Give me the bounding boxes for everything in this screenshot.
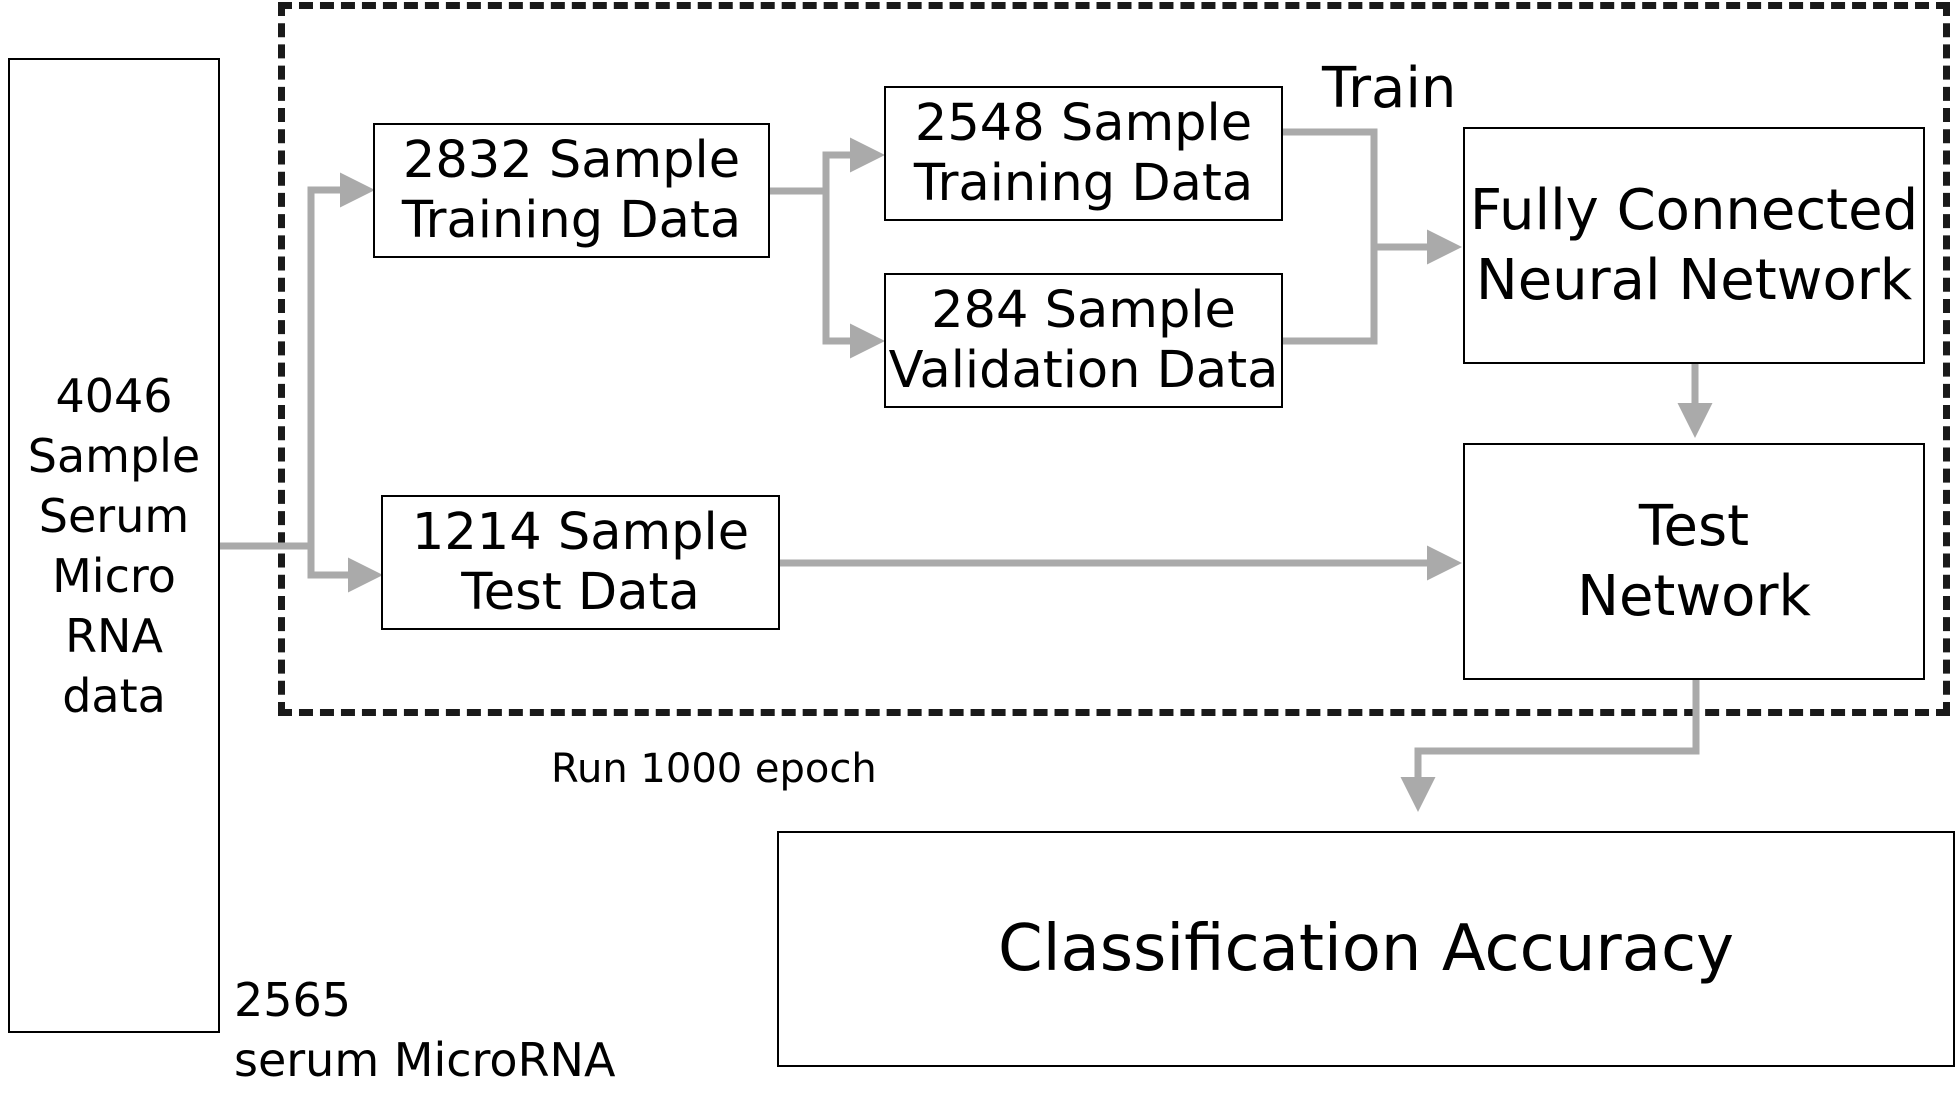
test-network-line: Network (1577, 563, 1811, 629)
training-subset-line: 2548 Sample (914, 93, 1253, 153)
epoch-label: Run 1000 epoch (551, 746, 877, 792)
arrow-testnetwork-to-result (1400, 680, 1700, 812)
source-line: RNA (65, 608, 163, 663)
training-subset-line: Training Data (913, 153, 1254, 213)
training-split-line: Training Data (401, 190, 742, 250)
test-split-box: 1214 Sample Test Data (381, 495, 780, 630)
source-line: data (62, 668, 166, 723)
feature-note-line: 2565 (234, 973, 352, 1027)
classification-accuracy-box: Classification Accuracy (777, 831, 1955, 1067)
training-split-box: 2832 Sample Training Data (373, 123, 770, 258)
arrow-source-to-train (220, 172, 375, 550)
test-split-line: Test Data (461, 562, 700, 622)
source-data-box: 4046 Sample Serum Micro RNA data (8, 58, 220, 1033)
training-split-line: 2832 Sample (402, 130, 741, 190)
line-validation-to-network (1283, 247, 1378, 345)
neural-network-box: Fully Connected Neural Network (1463, 127, 1925, 364)
classification-accuracy-label: Classification Accuracy (998, 912, 1734, 986)
epoch-loop-region (278, 2, 1950, 716)
feature-note-line: serum MicroRNA (234, 1033, 616, 1087)
arrow-train-to-validation (822, 191, 885, 359)
validation-subset-line: 284 Sample (931, 280, 1236, 340)
neural-network-line: Fully Connected (1469, 177, 1919, 243)
source-line: Serum (38, 488, 190, 543)
source-line: Micro (52, 548, 176, 603)
feature-note: 2565 serum MicroRNA (234, 970, 615, 1090)
arrow-source-to-test (307, 546, 383, 593)
validation-subset-box: 284 Sample Validation Data (884, 273, 1283, 408)
test-network-line: Test (1638, 493, 1750, 559)
test-network-box: Test Network (1463, 443, 1925, 680)
training-subset-box: 2548 Sample Training Data (884, 86, 1283, 221)
neural-network-line: Neural Network (1475, 247, 1913, 313)
source-line: 4046 (55, 368, 173, 423)
train-label: Train (1322, 56, 1457, 121)
validation-subset-line: Validation Data (888, 340, 1279, 400)
source-line: Sample (27, 428, 201, 483)
test-split-line: 1214 Sample (411, 502, 750, 562)
arrow-train-to-subset (770, 137, 885, 195)
arrow-subset-to-network (1283, 128, 1462, 265)
